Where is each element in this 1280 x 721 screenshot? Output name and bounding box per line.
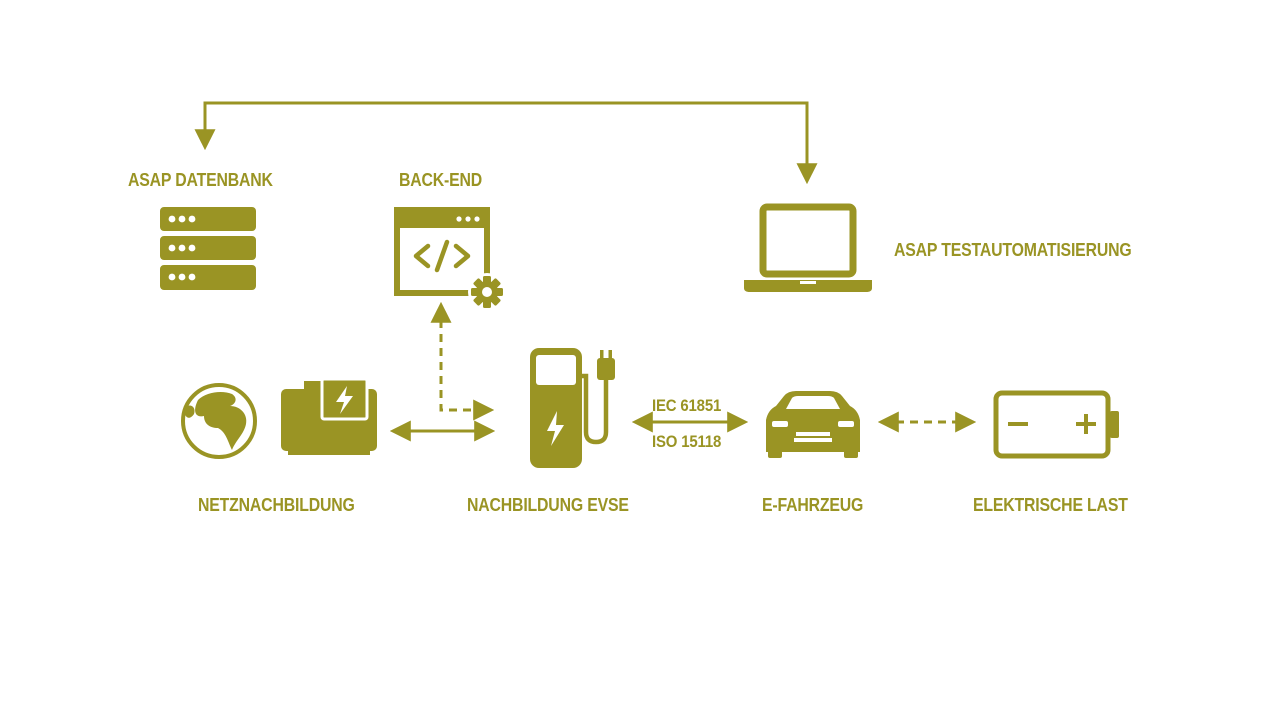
charging-station-icon	[530, 348, 615, 468]
test-automation-label: ASAP TESTAUTOMATISIERUNG	[894, 240, 1132, 260]
code-window-gear-icon	[394, 207, 506, 311]
ev-label: E-FAHRZEUG	[762, 495, 864, 515]
protocol-top-label: IEC 61851	[652, 396, 722, 415]
server-rack-icon	[160, 207, 256, 290]
backend-label: BACK-END	[399, 170, 483, 190]
protocol-bottom-label: ISO 15118	[652, 432, 722, 451]
loop-connector	[194, 101, 818, 185]
laptop-icon	[744, 203, 872, 292]
evse-emulation-label: NACHBILDUNG EVSE	[467, 495, 629, 515]
power-generator-icon	[281, 377, 377, 455]
globe-icon	[181, 383, 257, 459]
backend-evse-connector	[430, 301, 495, 421]
car-icon	[766, 391, 860, 458]
database-label: ASAP DATENBANK	[128, 170, 273, 190]
battery-icon	[993, 390, 1119, 459]
grid-emulation-label: NETZNACHBILDUNG	[198, 495, 355, 515]
electric-load-label: ELEKTRISCHE LAST	[973, 495, 1128, 515]
